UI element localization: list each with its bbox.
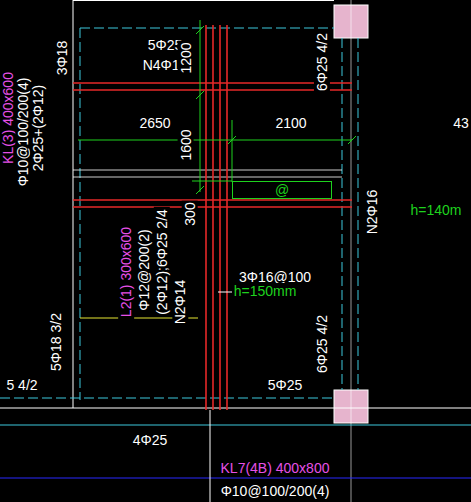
axis-line xyxy=(351,0,352,502)
annotation: 5Φ25 xyxy=(266,377,305,393)
beam-edge xyxy=(342,38,343,390)
annotation: 2100 xyxy=(273,115,308,131)
annotation: h=150mm xyxy=(232,283,299,299)
rotated-annotation: 300 xyxy=(182,200,198,227)
beam-edge xyxy=(73,0,74,408)
rotated-annotation: 1600 xyxy=(178,127,194,162)
beam-edge xyxy=(73,170,342,171)
annotation: 5 4/2 xyxy=(4,377,39,393)
rotated-annotation: N2Φ16 xyxy=(364,188,380,237)
rotated-annotation: 3Φ18 xyxy=(54,39,70,78)
annotation: 43 xyxy=(451,115,471,131)
annotation: h=140m xyxy=(409,202,464,218)
axis-line xyxy=(0,478,471,479)
beam-edge xyxy=(0,408,471,409)
rotated-annotation: Φ12@200(2) xyxy=(136,227,152,312)
tag-box: @ xyxy=(232,181,332,199)
rotated-annotation: KL(3) 400x600 xyxy=(0,70,16,166)
rotated-annotation: 1200 xyxy=(178,40,194,75)
beam-edge xyxy=(358,38,359,390)
rotated-annotation: Φ10@100/200(4) xyxy=(15,76,31,189)
rotated-annotation: 6Φ25 4/2 xyxy=(314,31,330,93)
annotation: 4Φ25 xyxy=(131,432,170,448)
beam-edge xyxy=(73,0,334,1)
beam-edge xyxy=(80,28,81,400)
rotated-annotation: (2Φ12);6Φ25 2/4 xyxy=(154,207,170,317)
rotated-annotation: N2Φ14 xyxy=(172,278,188,327)
annotation: Φ10@100/200(4) xyxy=(219,483,332,499)
rotated-annotation: 5Φ18 3/2 xyxy=(48,311,64,373)
leader-line xyxy=(210,410,211,502)
beam-edge xyxy=(0,398,334,399)
rotated-annotation: 2Φ25+(2Φ12) xyxy=(30,83,46,174)
beam-edge xyxy=(73,177,342,178)
annotation: 2650 xyxy=(137,115,172,131)
beam-edge xyxy=(80,28,334,29)
rotated-annotation: 6Φ25 4/2 xyxy=(314,313,330,375)
tag-text: @ xyxy=(275,183,289,197)
rebar xyxy=(73,25,352,410)
rotated-annotation: L2(1) 300x600 xyxy=(118,225,134,319)
annotation: KL7(4B) 400x800 xyxy=(219,460,332,476)
beam-edge xyxy=(0,425,471,426)
dimension-line xyxy=(78,20,356,194)
